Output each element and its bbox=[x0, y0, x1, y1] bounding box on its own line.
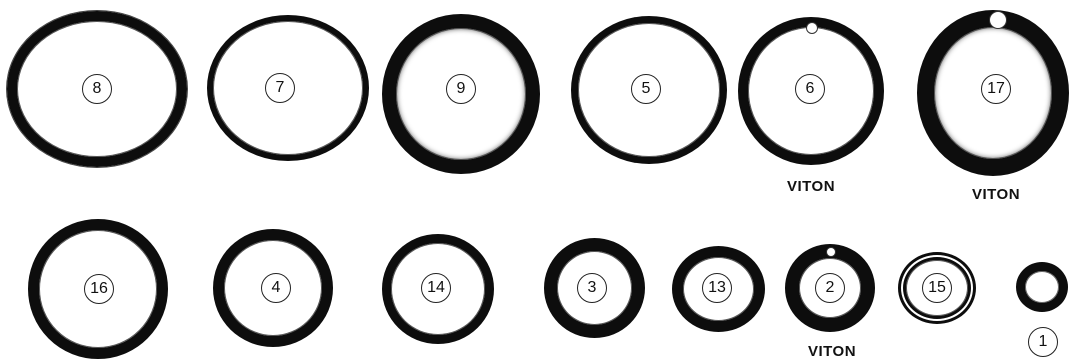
ring-number-17: 17 bbox=[981, 74, 1011, 104]
ring-number-9: 9 bbox=[446, 74, 476, 104]
viton-label-2: VITON bbox=[808, 343, 856, 360]
ring-number-2: 2 bbox=[815, 273, 845, 303]
viton-marker-dot-6 bbox=[806, 22, 818, 34]
ring-number-4: 4 bbox=[261, 273, 291, 303]
ring-number-5: 5 bbox=[631, 74, 661, 104]
ring-number-8: 8 bbox=[82, 74, 112, 104]
ring-number-6: 6 bbox=[795, 74, 825, 104]
ring-number-15: 15 bbox=[922, 273, 952, 303]
ring-number-1: 1 bbox=[1028, 327, 1058, 357]
ring-number-13: 13 bbox=[702, 273, 732, 303]
viton-label-17: VITON bbox=[972, 186, 1020, 203]
viton-marker-dot-2 bbox=[826, 247, 836, 257]
viton-marker-dot-17 bbox=[989, 11, 1007, 29]
ring-number-16: 16 bbox=[84, 274, 114, 304]
ring-number-7: 7 bbox=[265, 73, 295, 103]
viton-label-6: VITON bbox=[787, 178, 835, 195]
o-ring-1 bbox=[1016, 262, 1068, 312]
ring-number-3: 3 bbox=[577, 273, 607, 303]
ring-number-14: 14 bbox=[421, 273, 451, 303]
